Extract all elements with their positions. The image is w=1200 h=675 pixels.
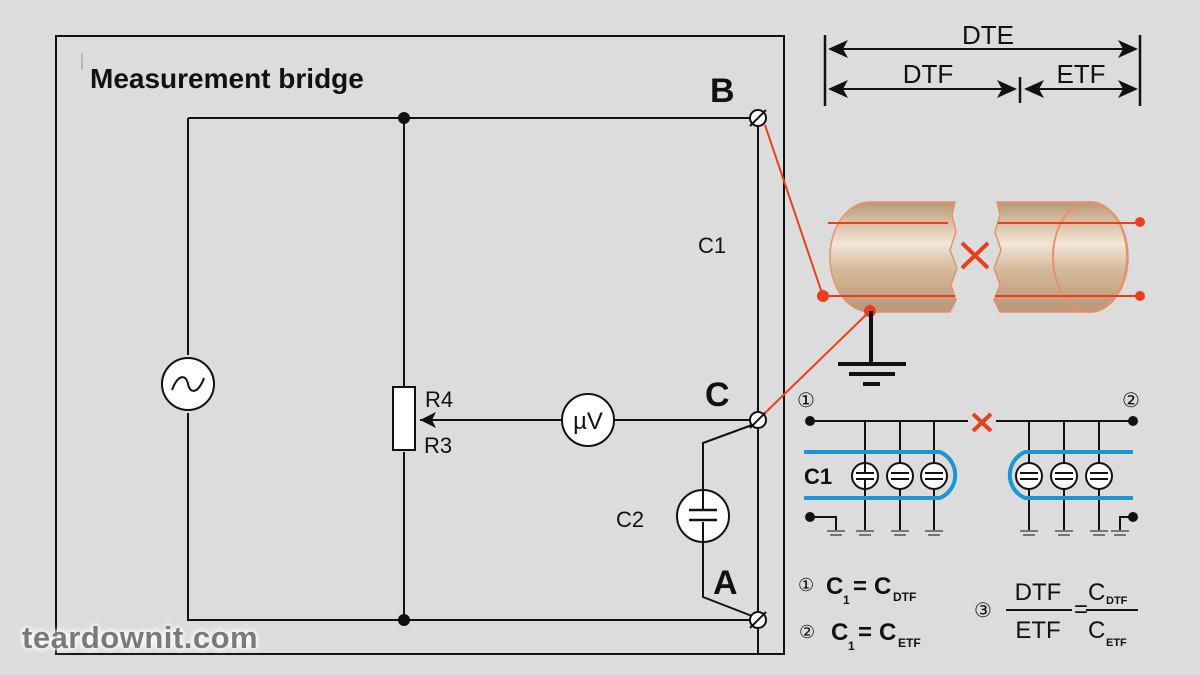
marker-2: ② xyxy=(1122,390,1140,412)
shield-left xyxy=(804,450,958,500)
svg-text:1: 1 xyxy=(843,593,850,607)
label-c1-model: C1 xyxy=(804,464,832,489)
node-1-bottom xyxy=(805,512,815,522)
wiper-arrow-icon xyxy=(420,412,436,428)
equation-2: ② C 1 = C ETF xyxy=(799,619,921,653)
svg-text:②: ② xyxy=(799,622,815,642)
svg-text:DTF: DTF xyxy=(1106,595,1128,607)
node-1-top xyxy=(805,416,815,426)
bridge-enclosure xyxy=(55,35,785,655)
watermark: teardownit.com xyxy=(22,620,259,655)
label-r3: R3 xyxy=(424,433,452,458)
capacitor-c2-icon xyxy=(676,489,730,543)
svg-text:=: = xyxy=(858,619,872,646)
svg-text:1: 1 xyxy=(848,639,855,653)
svg-text:ETF: ETF xyxy=(1015,617,1060,644)
svg-text:C: C xyxy=(826,573,843,600)
junction-bottom xyxy=(398,614,410,626)
svg-text:ETF: ETF xyxy=(1106,637,1127,649)
meter-label: µV xyxy=(573,408,603,435)
fault-x-icon xyxy=(960,241,990,270)
fault-x-small-icon xyxy=(971,412,993,433)
junction-top xyxy=(398,112,410,124)
label-dte: DTE xyxy=(962,20,1014,50)
equation-1: ① C 1 = C DTF xyxy=(798,573,916,607)
svg-text:ETF: ETF xyxy=(898,636,921,650)
svg-text:C: C xyxy=(1088,617,1105,644)
svg-text:DTF: DTF xyxy=(1015,579,1062,606)
marker-1: ① xyxy=(797,390,815,412)
microvoltmeter-icon: µV xyxy=(561,393,615,447)
terminal-a-label: A xyxy=(713,564,738,602)
dimension-arrows xyxy=(823,35,1142,106)
label-r4: R4 xyxy=(425,387,453,412)
svg-text:C: C xyxy=(1088,579,1105,606)
terminal-c-label: C xyxy=(705,376,730,414)
label-c1: C1 xyxy=(698,233,726,258)
svg-text:=: = xyxy=(1074,596,1088,623)
terminal-b[interactable] xyxy=(749,109,767,127)
equation-3: ③ DTF ETF = C DTF C ETF xyxy=(974,579,1138,649)
label-etf: ETF xyxy=(1056,59,1105,89)
svg-text:=: = xyxy=(853,573,867,600)
resistor-r3-r4 xyxy=(392,386,416,451)
svg-text:C: C xyxy=(831,619,848,646)
ground-icon xyxy=(838,311,906,386)
ac-source-icon xyxy=(161,357,215,411)
svg-text:③: ③ xyxy=(974,600,992,622)
cable-left-section xyxy=(829,201,958,313)
svg-text:C: C xyxy=(879,619,896,646)
node-2-bottom xyxy=(1128,512,1138,522)
terminal-b-label: B xyxy=(710,72,735,110)
terminal-a[interactable] xyxy=(749,611,767,629)
svg-text:①: ① xyxy=(798,575,814,595)
capacitor-plates xyxy=(856,463,1108,489)
node-2-top xyxy=(1128,416,1138,426)
bridge-wires xyxy=(187,117,759,655)
shield-right xyxy=(1007,450,1133,500)
terminal-c[interactable] xyxy=(749,411,767,429)
bridge-title: Measurement bridge xyxy=(90,63,364,94)
ground-symbols xyxy=(827,530,1129,536)
label-dtf: DTF xyxy=(903,59,954,89)
svg-text:C: C xyxy=(874,573,891,600)
cable-capacitors xyxy=(851,462,1113,490)
label-c2: C2 xyxy=(616,507,644,532)
cable-right-section xyxy=(993,201,1129,313)
svg-text:DTF: DTF xyxy=(893,590,916,604)
